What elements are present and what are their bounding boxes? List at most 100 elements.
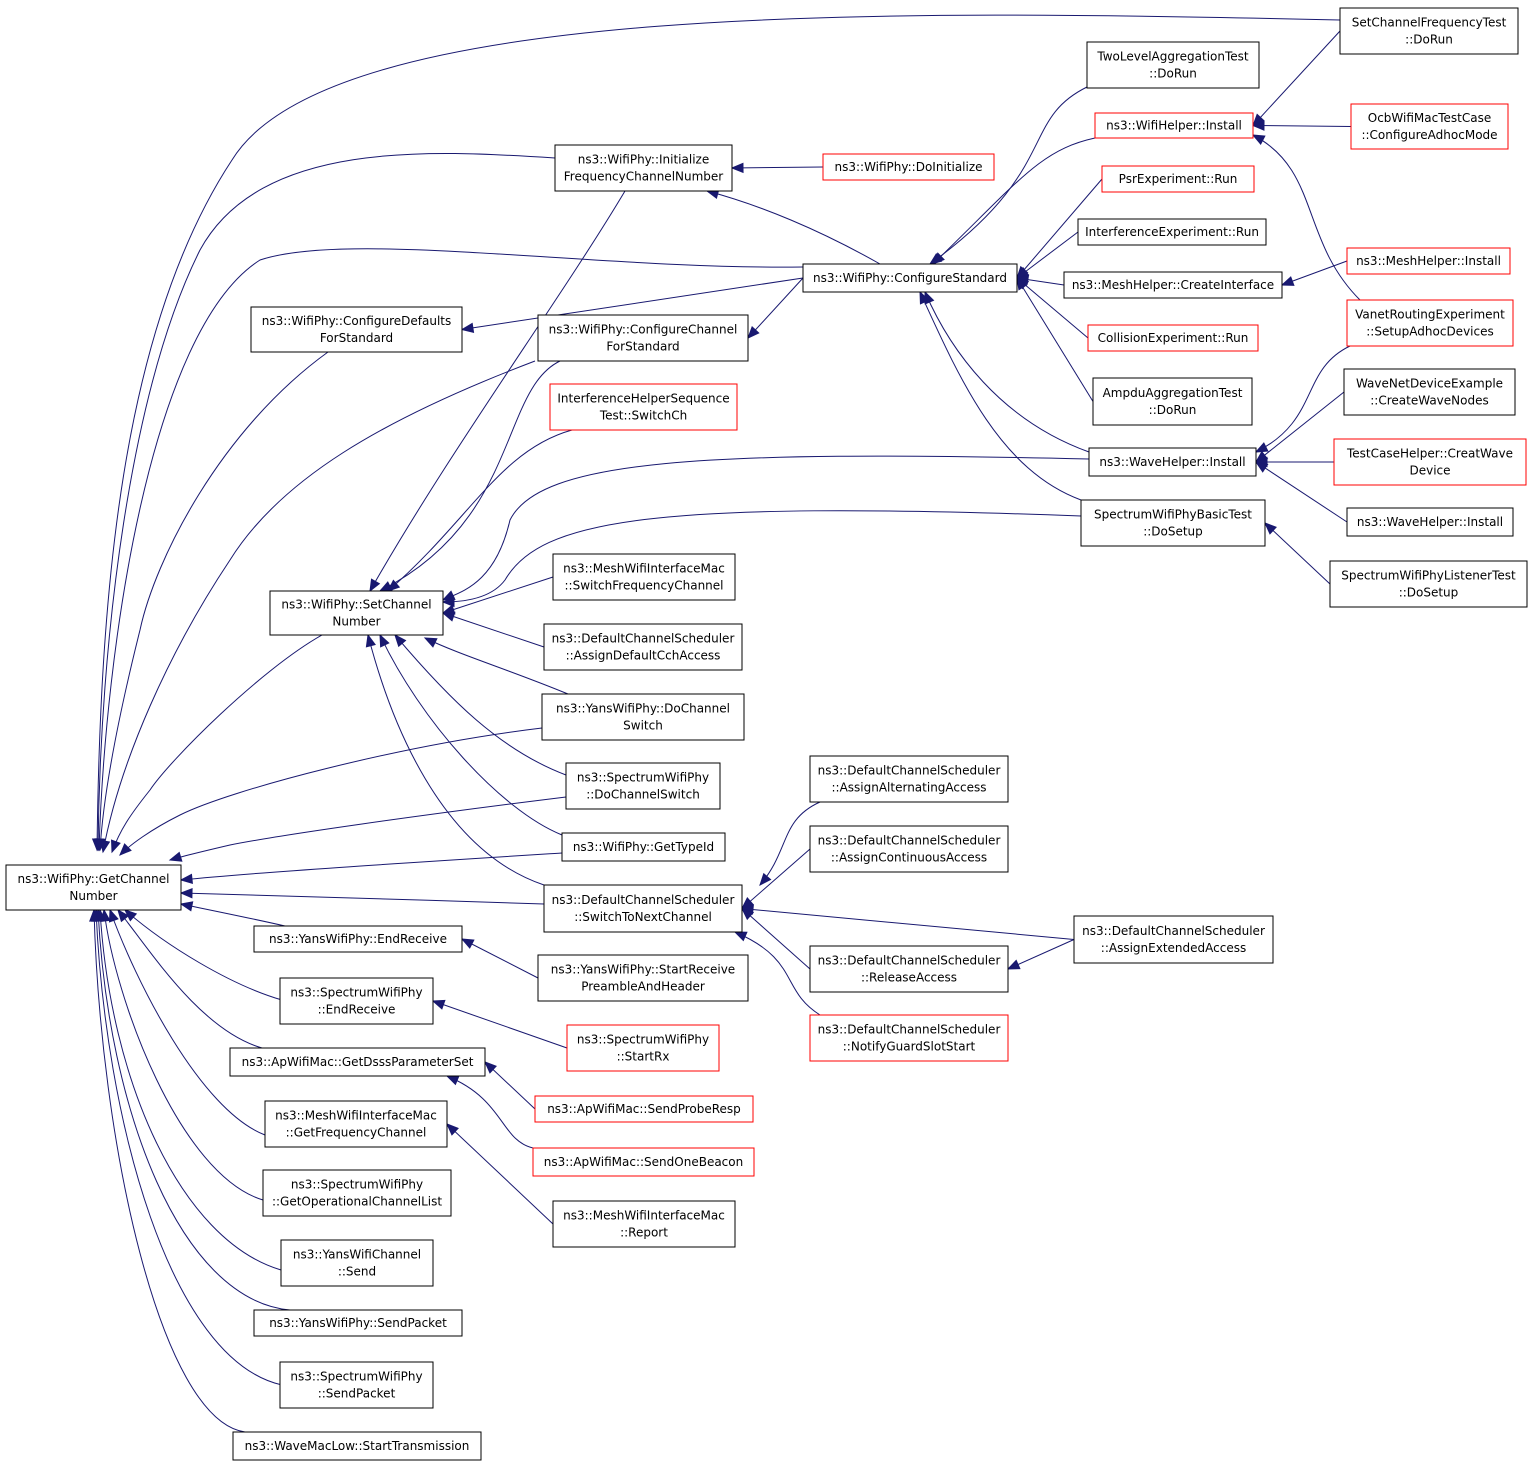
node-default-channel-scheduler-switch-to-next-channel[interactable]: ns3::DefaultChannelScheduler::SwitchToNe… <box>543 884 743 933</box>
node-label-line: ns3::DefaultChannelScheduler <box>552 893 735 907</box>
node-set-channel-frequency-test[interactable]: SetChannelFrequencyTest::DoRun <box>1339 7 1519 55</box>
node-wifi-helper-install[interactable]: ns3::WifiHelper::Install <box>1094 112 1254 139</box>
node-spectrum-wifi-phy-start-rx[interactable]: ns3::SpectrumWifiPhy::StartRx <box>566 1024 720 1072</box>
edge-arrowhead <box>179 888 193 899</box>
node-default-channel-scheduler-release-access[interactable]: ns3::DefaultChannelScheduler::ReleaseAcc… <box>809 945 1009 993</box>
node-initialize-frequency-channel-number[interactable]: ns3::WifiPhy::InitializeFrequencyChannel… <box>554 144 733 192</box>
node-box <box>253 1309 463 1337</box>
edge-arrowhead <box>446 1123 459 1136</box>
node-box <box>1087 324 1259 352</box>
node-box <box>809 945 1009 993</box>
node-label-line: WaveNetDeviceExample <box>1356 377 1503 391</box>
node-vanet-routing-experiment[interactable]: VanetRoutingExperiment::SetupAdhocDevice… <box>1346 299 1514 347</box>
node-yans-wifi-phy-start-receive-preamble-and-header[interactable]: ns3::YansWifiPhy::StartReceivePreambleAn… <box>537 954 749 1002</box>
node-default-channel-scheduler-assign-extended-access[interactable]: ns3::DefaultChannelScheduler::AssignExte… <box>1073 915 1274 964</box>
edge-arrowhead <box>441 596 455 608</box>
node-spectrum-wifi-phy-do-channel-switch[interactable]: ns3::SpectrumWifiPhy::DoChannelSwitch <box>565 762 721 810</box>
node-spectrum-wifi-phy-listener-test[interactable]: SpectrumWifiPhyListenerTest::DoSetup <box>1329 560 1528 608</box>
node-ampdu-aggregation-test[interactable]: AmpduAggregationTest::DoRun <box>1092 377 1253 426</box>
call-edge-mesh_wifi_interface_mac_switch_frequency_channel-to-set_channel_number <box>442 576 554 614</box>
edge-arrowhead <box>1251 120 1265 131</box>
node-spectrum-wifi-phy-basic-test[interactable]: SpectrumWifiPhyBasicTest::DoSetup <box>1080 499 1266 547</box>
node-box <box>809 1014 1009 1062</box>
node-do-initialize[interactable]: ns3::WifiPhy::DoInitialize <box>822 153 995 181</box>
call-edge-spectrum_wifi_phy_basic_test-to-set_channel_number <box>442 510 1082 603</box>
call-edge-spectrum_wifi_phy_end_receive-to-get_channel_number <box>124 909 283 1001</box>
edge-arrowhead <box>168 851 183 862</box>
node-default-channel-scheduler-notify-guard-slot-start[interactable]: ns3::DefaultChannelScheduler::NotifyGuar… <box>809 1014 1009 1062</box>
call-edge-wifi_phy_get_type_id-to-set_channel_number <box>379 634 563 836</box>
node-wave-net-device-example[interactable]: WaveNetDeviceExample::CreateWaveNodes <box>1343 368 1516 416</box>
node-wave-helper-install-main[interactable]: ns3::WaveHelper::Install <box>1088 447 1257 477</box>
node-label-line: ::Report <box>620 1226 668 1240</box>
node-label-line: VanetRoutingExperiment <box>1355 308 1505 322</box>
node-label-line: ::SwitchToNextChannel <box>574 910 712 924</box>
call-edge-configure_standard-to-configure_defaults_for_standard <box>461 277 804 330</box>
node-default-channel-scheduler-assign-continuous-access[interactable]: ns3::DefaultChannelScheduler::AssignCont… <box>809 825 1009 873</box>
node-box <box>1073 915 1274 964</box>
node-label-line: ::DoRun <box>1149 403 1197 417</box>
node-box <box>1339 7 1519 55</box>
node-spectrum-wifi-phy-end-receive[interactable]: ns3::SpectrumWifiPhy::EndReceive <box>279 977 434 1025</box>
edge-arrowhead <box>747 325 760 339</box>
node-ap-wifi-mac-get-dsss-parameter-set[interactable]: ns3::ApWifiMac::GetDsssParameterSet <box>229 1047 486 1077</box>
call-edge-interference_helper_sequence_test-to-set_channel_number <box>387 429 573 592</box>
node-ocb-wifi-mac-test-case[interactable]: OcbWifiMacTestCase::ConfigureAdhocMode <box>1350 103 1509 150</box>
node-psr-experiment-run[interactable]: PsrExperiment::Run <box>1101 165 1255 193</box>
edge-arrowhead <box>108 908 119 923</box>
node-ap-wifi-mac-send-one-beacon[interactable]: ns3::ApWifiMac::SendOneBeacon <box>532 1147 755 1177</box>
node-configure-standard[interactable]: ns3::WifiPhy::ConfigureStandard <box>802 263 1018 293</box>
node-label-line: FrequencyChannelNumber <box>564 170 724 184</box>
node-label-line: ns3::DefaultChannelScheduler <box>552 632 735 646</box>
node-label-line: TestCaseHelper::CreatWave <box>1346 447 1513 461</box>
node-mesh-helper-install[interactable]: ns3::MeshHelper::Install <box>1346 247 1511 275</box>
edge-arrowhead <box>759 872 772 887</box>
node-collision-experiment-run[interactable]: CollisionExperiment::Run <box>1087 324 1259 352</box>
call-edge-spectrum_wifi_phy_do_channel_switch-to-set_channel_number <box>394 634 567 776</box>
node-label-line: ::StartRx <box>617 1050 670 1064</box>
node-label-line: ns3::MeshHelper::Install <box>1356 254 1501 268</box>
node-configure-defaults-for-standard[interactable]: ns3::WifiPhy::ConfigureDefaultsForStanda… <box>250 306 463 353</box>
node-label-line: ns3::MeshHelper::CreateInterface <box>1072 278 1274 292</box>
node-label-line: Test::SwitchCh <box>599 409 687 423</box>
edge-arrowhead <box>365 633 376 648</box>
node-label-line: ns3::MeshWifiInterfaceMac <box>563 1209 725 1223</box>
node-ap-wifi-mac-send-probe-resp[interactable]: ns3::ApWifiMac::SendProbeResp <box>534 1095 754 1123</box>
node-yans-wifi-phy-do-channel-switch[interactable]: ns3::YansWifiPhy::DoChannelSwitch <box>541 693 745 741</box>
node-label-line: ns3::WifiHelper::Install <box>1106 119 1242 133</box>
node-yans-wifi-channel-send[interactable]: ns3::YansWifiChannel::Send <box>280 1239 434 1287</box>
node-mesh-helper-create-interface[interactable]: ns3::MeshHelper::CreateInterface <box>1063 271 1283 299</box>
node-spectrum-wifi-phy-get-operational-channel-list[interactable]: ns3::SpectrumWifiPhy::GetOperationalChan… <box>262 1169 452 1217</box>
node-yans-wifi-phy-send-packet[interactable]: ns3::YansWifiPhy::SendPacket <box>253 1309 463 1337</box>
call-edge-mesh_wifi_interface_mac_report-to-mesh_wifi_interface_mac_get_frequency_channel <box>446 1123 554 1225</box>
node-two-level-aggregation-test[interactable]: TwoLevelAggregationTest::DoRun <box>1086 41 1260 89</box>
node-wifi-phy-get-type-id[interactable]: ns3::WifiPhy::GetTypeId <box>561 832 726 862</box>
node-mesh-wifi-interface-mac-report[interactable]: ns3::MeshWifiInterfaceMac::Report <box>552 1200 736 1248</box>
call-edge-wifi_phy_get_type_id-to-get_channel_number <box>180 852 563 881</box>
node-box <box>532 1147 755 1177</box>
node-label-line: Device <box>1409 464 1450 478</box>
node-interference-experiment-run[interactable]: InterferenceExperiment::Run <box>1077 218 1267 246</box>
node-spectrum-wifi-phy-send-packet[interactable]: ns3::SpectrumWifiPhy::SendPacket <box>279 1361 434 1409</box>
node-default-channel-scheduler-assign-alternating-access[interactable]: ns3::DefaultChannelScheduler::AssignAlte… <box>809 755 1009 803</box>
call-edge-initialize_frequency_channel_number-to-get_channel_number <box>97 152 556 851</box>
call-edge-configure_standard-to-initialize_frequency_channel_number <box>706 190 881 265</box>
node-yans-wifi-phy-end-receive[interactable]: ns3::YansWifiPhy::EndReceive <box>253 925 463 953</box>
node-default-channel-scheduler-assign-default-cch-access[interactable]: ns3::DefaultChannelScheduler::AssignDefa… <box>543 623 743 671</box>
node-box <box>253 925 463 953</box>
node-mesh-wifi-interface-mac-switch-frequency-channel[interactable]: ns3::MeshWifiInterfaceMac::SwitchFrequen… <box>552 553 736 601</box>
node-wave-helper-install-2[interactable]: ns3::WaveHelper::Install <box>1346 507 1514 537</box>
call-edge-spectrum_wifi_phy_send_packet-to-get_channel_number <box>95 909 283 1386</box>
call-edge-wifi_helper_install-to-configure_standard <box>932 137 1096 265</box>
node-mesh-wifi-interface-mac-get-frequency-channel[interactable]: ns3::MeshWifiInterfaceMac::GetFrequencyC… <box>264 1100 448 1148</box>
node-configure-channel-for-standard[interactable]: ns3::WifiPhy::ConfigureChannelForStandar… <box>537 314 749 362</box>
call-edge-configure_defaults_for_standard-to-get_channel_number <box>99 351 329 851</box>
node-label-line: SpectrumWifiPhyBasicTest <box>1094 508 1252 522</box>
call-edge-configure_channel_for_standard-to-get_channel_number <box>102 360 536 853</box>
node-wave-mac-low-start-transmission[interactable]: ns3::WaveMacLow::StartTransmission <box>232 1431 482 1461</box>
